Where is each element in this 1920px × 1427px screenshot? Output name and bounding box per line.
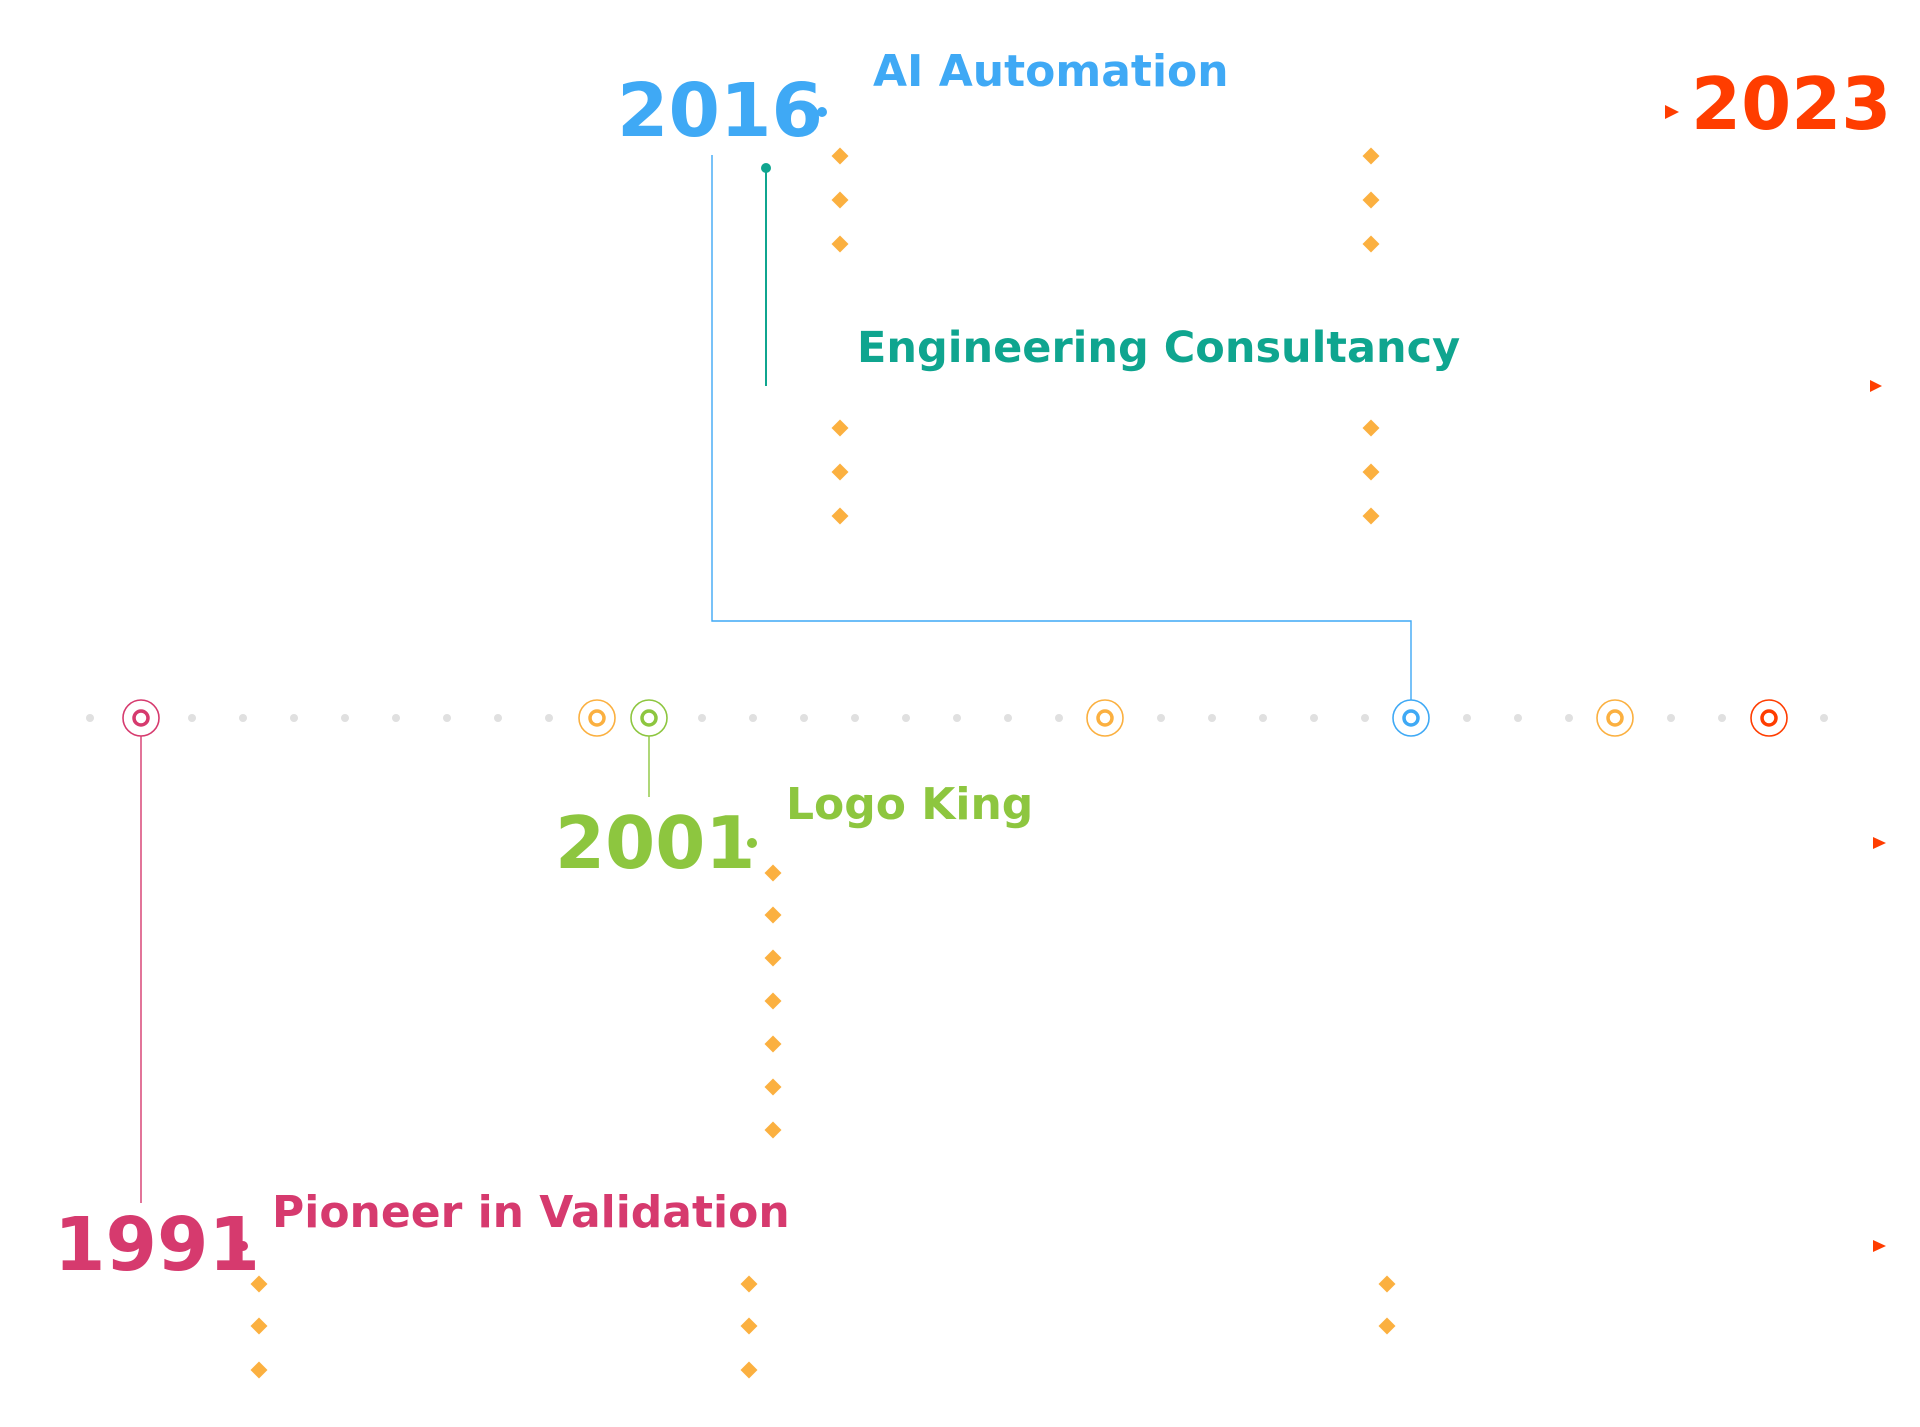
track-dot [341,714,349,722]
diamond-bullet [1362,507,1380,525]
engineering-consultancy-title: Engineering Consultancy [857,323,1460,373]
logo-king-title: Logo King [786,779,1033,830]
track-dot [1055,714,1063,722]
engineering-arrowhead [1870,380,1882,392]
diamond-bullet [764,949,782,967]
track-dot [392,714,400,722]
track-dot [1004,714,1012,722]
pioneer-arrowhead [1873,1240,1886,1252]
track-dot [1514,714,1522,722]
diamond-bullet [764,992,782,1010]
diamond-bullet [740,1317,758,1335]
diamond-bullet [831,235,849,253]
node-marker-inner-ring [1606,709,1624,727]
diamond-bullet [764,864,782,882]
track-dot [953,714,961,722]
node-1991 [122,699,160,737]
logo-king-arrowhead [1873,837,1886,849]
timeline-nodes [122,699,1788,737]
track-dot [1361,714,1369,722]
diamond-bullet [831,463,849,481]
track-dot [1718,714,1726,722]
node-marker [1596,699,1634,737]
diamond-bullet [740,1361,758,1379]
node-1991-inner-ring [132,709,150,727]
track-dot [1259,714,1267,722]
pioneer-in-validation-title: Pioneer in Validation [272,1187,790,1238]
node-2023 [1750,699,1788,737]
engineering-anchor-dot [761,163,771,173]
track-dot [1310,714,1318,722]
ai-automation-title: AI Automation [873,46,1229,97]
track-dot [1565,714,1573,722]
track-dot [1463,714,1471,722]
track-dot [290,714,298,722]
diamond-bullet [1362,463,1380,481]
track-dot [188,714,196,722]
node-marker-inner-ring [1096,709,1114,727]
diamond-bullet [831,507,849,525]
diamond-bullet [764,1121,782,1139]
diamond-bullet [831,147,849,165]
node-marker-inner-ring [588,709,606,727]
year-2016-label: 2016 [617,68,823,154]
diamond-bullet [764,906,782,924]
diamond-bullet [1362,191,1380,209]
timeline-track [86,714,1828,722]
diamond-bullet [831,191,849,209]
diamond-bullet [1378,1317,1396,1335]
node-2023-inner-ring [1760,709,1778,727]
node-2001-inner-ring [640,709,658,727]
track-dot [1208,714,1216,722]
year-2001-label: 2001 [555,801,755,885]
track-dot [698,714,706,722]
track-dot [1157,714,1165,722]
track-dot [851,714,859,722]
diamond-bullet [250,1317,268,1335]
diamond-bullet [1362,419,1380,437]
track-dot [443,714,451,722]
node-marker [1086,699,1124,737]
track-dot [1820,714,1828,722]
diamond-bullet [250,1361,268,1379]
connector-2016 [711,155,1412,708]
ai-automation-arrowhead [1665,105,1679,119]
track-dot [902,714,910,722]
track-dot [749,714,757,722]
node-2016 [1392,699,1430,737]
diamond-bullet [831,419,849,437]
diamond-bullet [764,1035,782,1053]
node-2001 [630,699,668,737]
node-marker [578,699,616,737]
year-1991-label: 1991 [54,1202,260,1288]
diamond-bullet [764,1078,782,1096]
track-dot [1667,714,1675,722]
track-dot [545,714,553,722]
track-dot [494,714,502,722]
track-dot [239,714,247,722]
diamond-bullet [740,1275,758,1293]
node-2016-inner-ring [1402,709,1420,727]
diamond-bullet [1362,235,1380,253]
track-dot [86,714,94,722]
diamond-bullet [1378,1275,1396,1293]
track-dot [800,714,808,722]
diamond-bullet [1362,147,1380,165]
year-2023-label: 2023 [1691,62,1891,146]
